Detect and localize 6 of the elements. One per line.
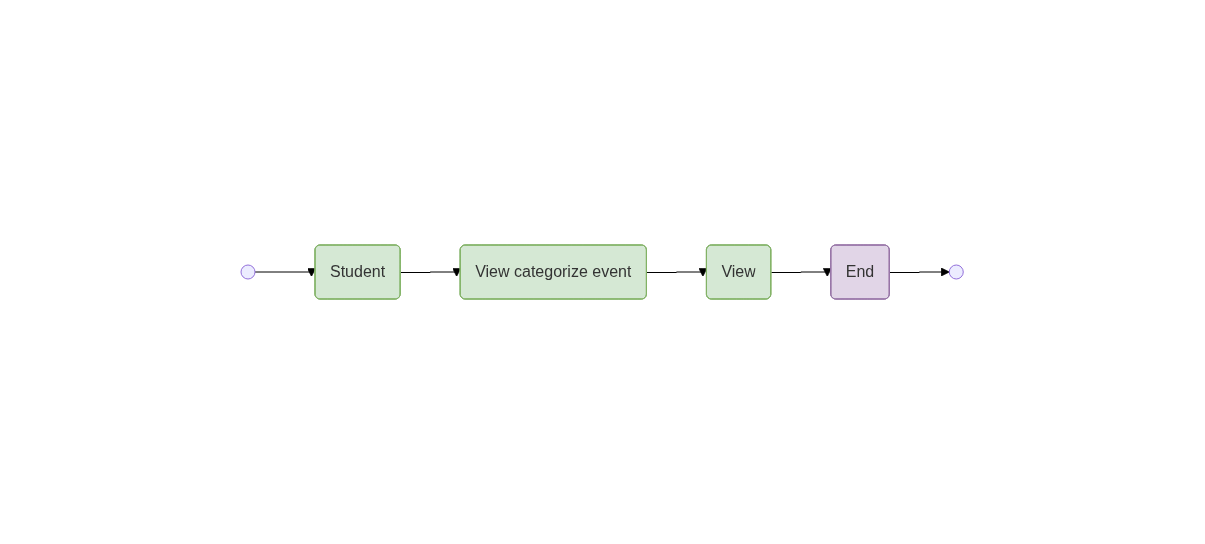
- node-circle: [240, 264, 256, 280]
- arrow: [646, 268, 708, 277]
- arrow: [771, 268, 833, 277]
- arrow: [400, 268, 462, 277]
- node-circle: [949, 264, 965, 280]
- arrow: [254, 268, 317, 277]
